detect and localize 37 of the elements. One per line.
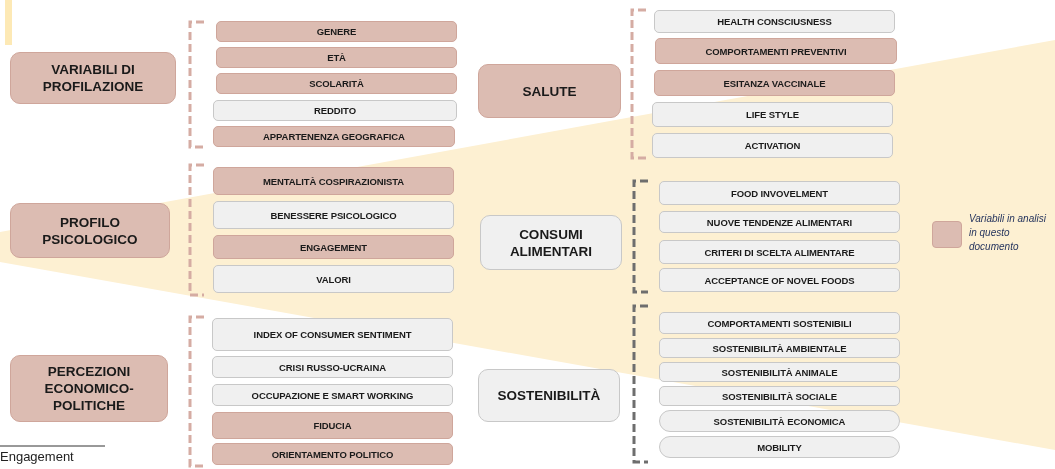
variable-box: ORIENTAMENTO POLITICO — [212, 443, 453, 465]
footnote-text: Engagement — [0, 449, 74, 465]
variable-box: BENESSERE PSICOLOGICO — [213, 201, 454, 229]
variable-box: REDDITO — [213, 100, 457, 121]
variable-box: INDEX OF CONSUMER SENTIMENT — [212, 318, 453, 351]
variable-box: ESITANZA VACCINALE — [654, 70, 895, 96]
variable-box: APPARTENENZA GEOGRAFICA — [213, 126, 455, 147]
variable-box: SOSTENIBILITÀ ECONOMICA — [659, 410, 900, 432]
category-box: CONSUMI ALIMENTARI — [480, 215, 622, 270]
category-box: PERCEZIONI ECONOMICO-POLITICHE — [10, 355, 168, 422]
variable-box: SCOLARITÀ — [216, 73, 457, 94]
variable-box: SOSTENIBILITÀ AMBIENTALE — [659, 338, 900, 358]
variable-box: SOSTENIBILITÀ ANIMALE — [659, 362, 900, 382]
variable-box: FOOD INVOVELMENT — [659, 181, 900, 205]
variable-box: SOSTENIBILITÀ SOCIALE — [659, 386, 900, 406]
variable-box: CRITERI DI SCELTA ALIMENTARE — [659, 240, 900, 264]
variable-box: CRISI RUSSO-UCRAINA — [212, 356, 453, 378]
variable-box: COMPORTAMENTI SOSTENIBILI — [659, 312, 900, 334]
legend-text: Variabili in analisi in questo documento — [969, 212, 1047, 254]
variable-box: HEALTH CONSCIUSNESS — [654, 10, 895, 33]
category-box: VARIABILI DI PROFILAZIONE — [10, 52, 176, 104]
variable-box: OCCUPAZIONE E SMART WORKING — [212, 384, 453, 406]
variable-box: GENERE — [216, 21, 457, 42]
variable-box: MOBILITY — [659, 436, 900, 458]
variable-box: FIDUCIA — [212, 412, 453, 439]
variable-box: VALORI — [213, 265, 454, 293]
category-box: SOSTENIBILITÀ — [478, 369, 620, 422]
variable-box: COMPORTAMENTI PREVENTIVI — [655, 38, 897, 64]
variable-box: NUOVE TENDENZE ALIMENTARI — [659, 211, 900, 233]
category-box: PROFILO PSICOLOGICO — [10, 203, 170, 258]
variable-box: LIFE STYLE — [652, 102, 893, 127]
variable-box: ETÀ — [216, 47, 457, 68]
variable-box: ACTIVATION — [652, 133, 893, 158]
variable-box: ACCEPTANCE OF NOVEL FOODS — [659, 268, 900, 292]
variable-box: MENTALITÀ COSPIRAZIONISTA — [213, 167, 454, 195]
variable-box: ENGAGEMENT — [213, 235, 454, 259]
category-box: SALUTE — [478, 64, 621, 118]
